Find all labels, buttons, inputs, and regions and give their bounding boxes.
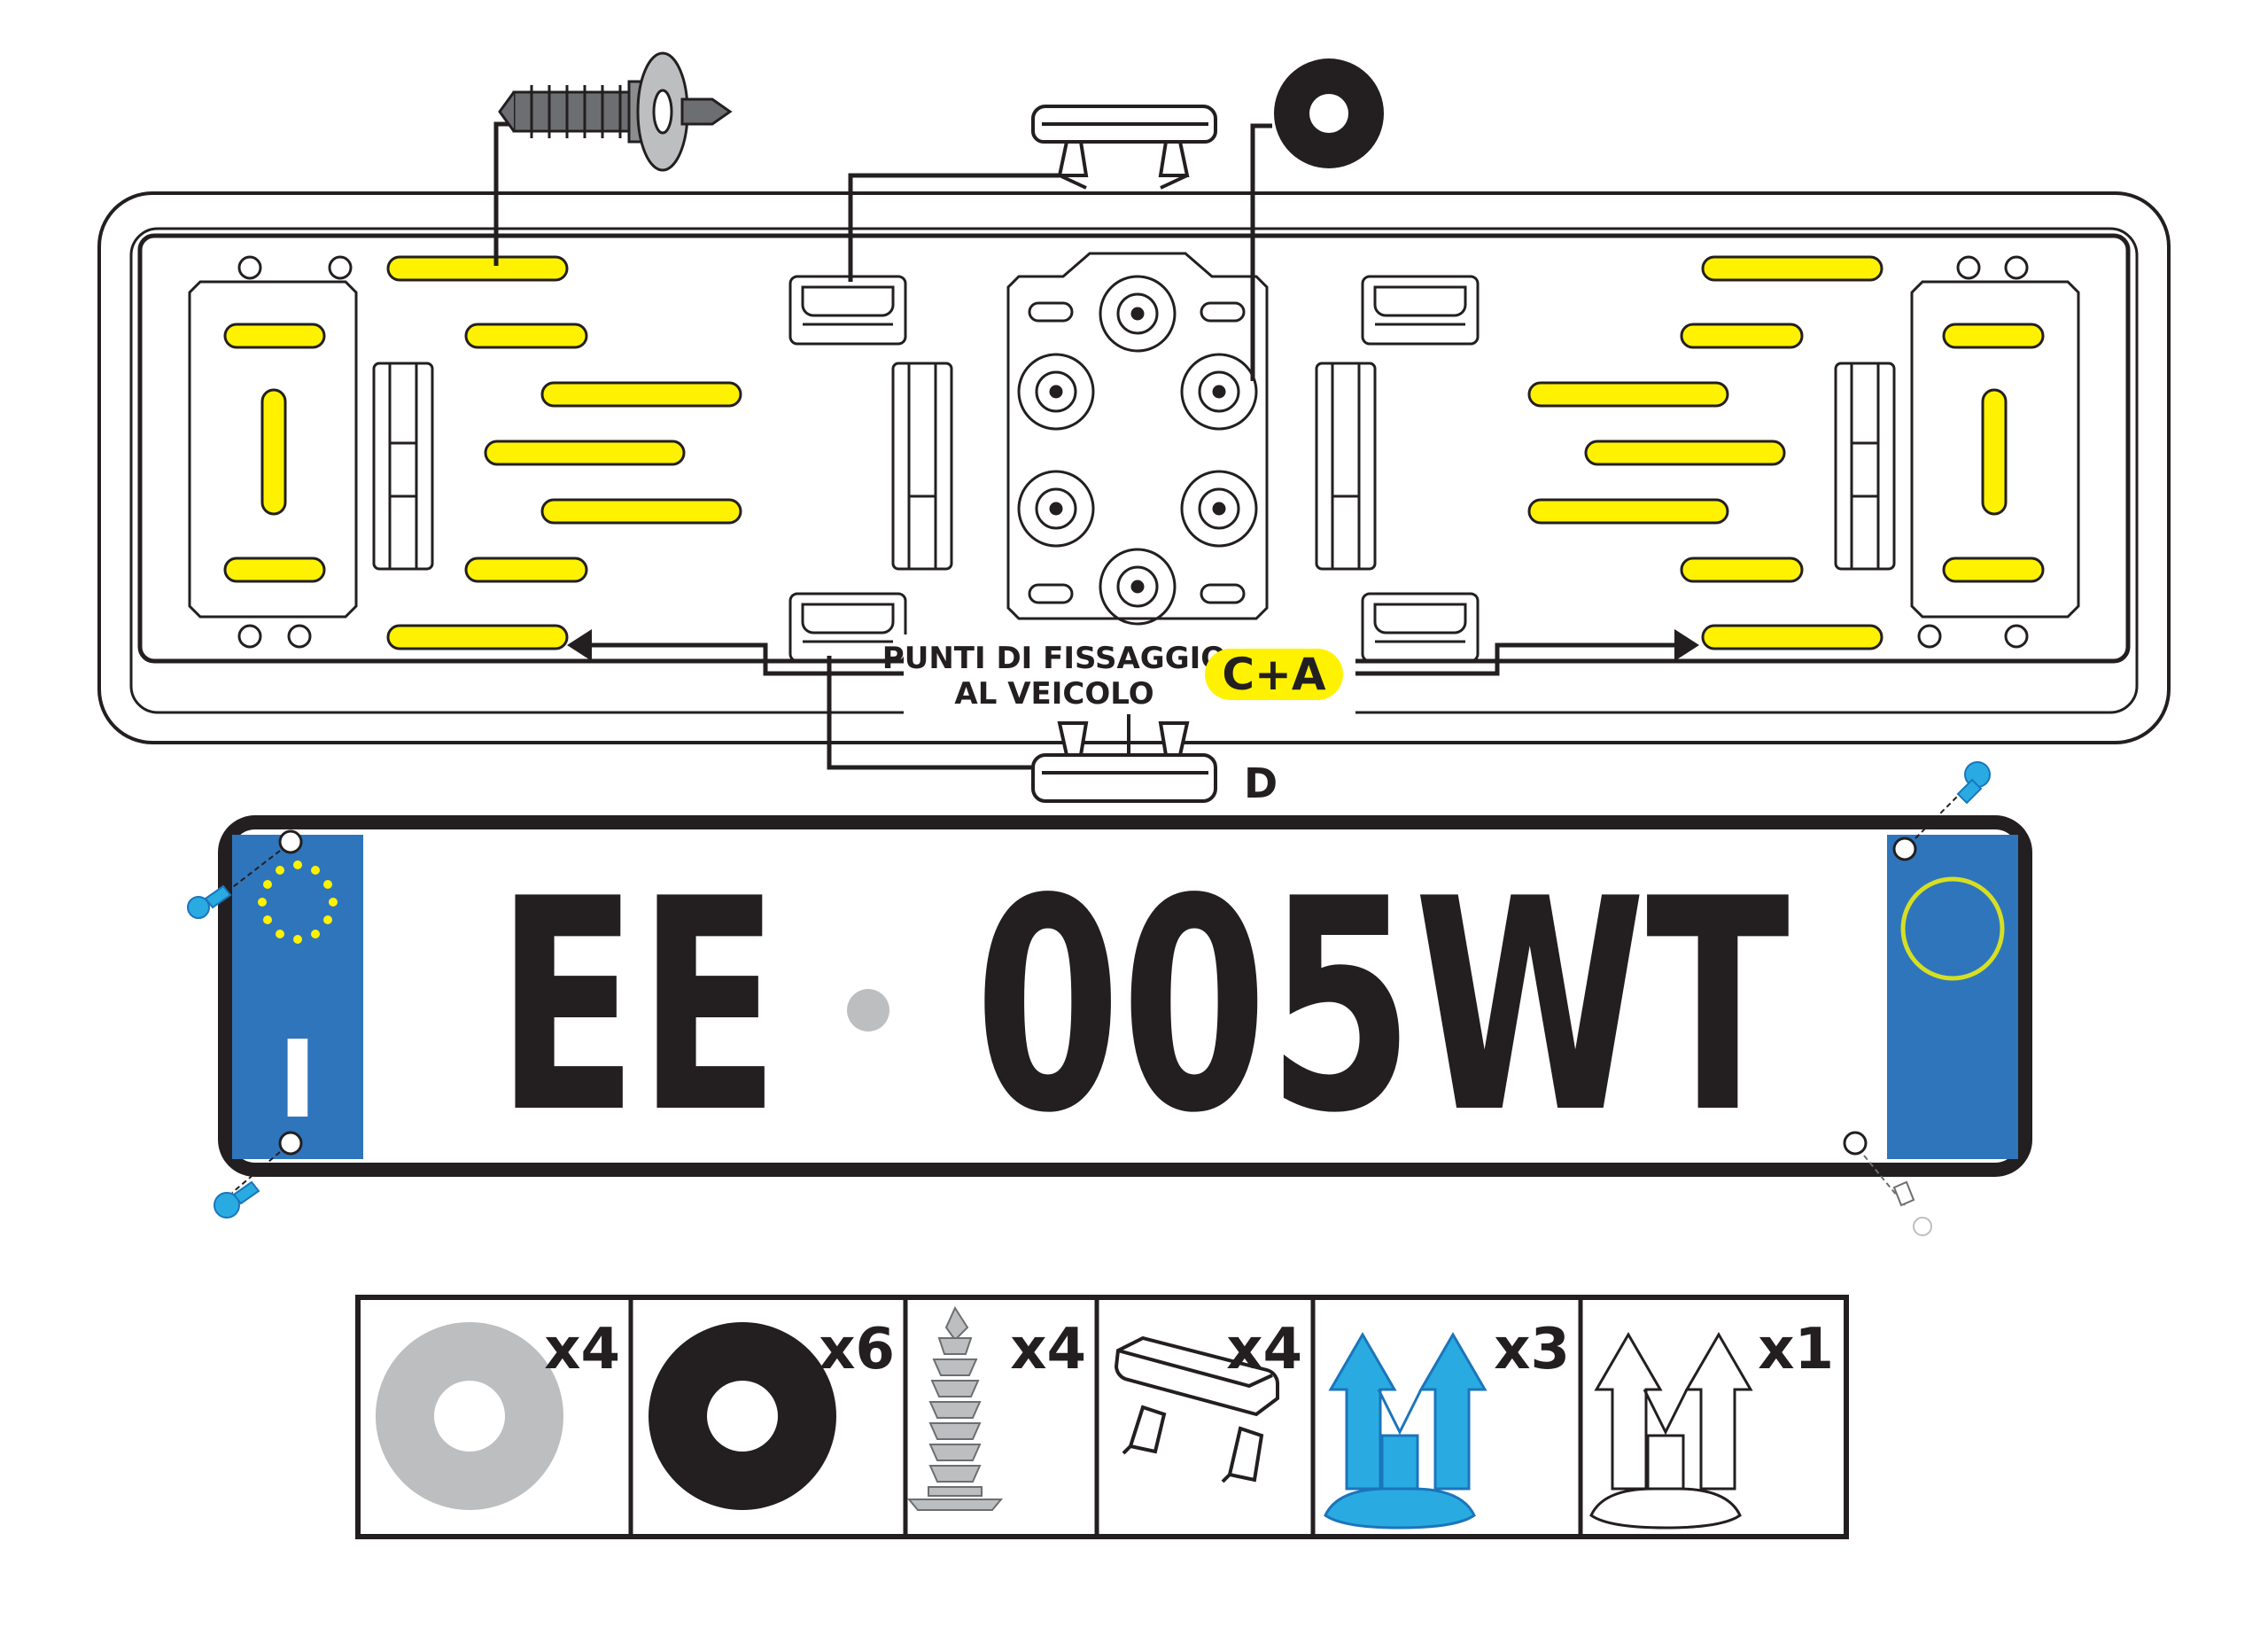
eu-stars [258,860,338,944]
top-clip [1031,105,1217,190]
plate-holes [278,829,1917,1156]
blue-rivet-icon [1324,1332,1487,1530]
plate-numbers: 005WT [975,837,1790,1177]
part-clip: x4 [1114,1317,1302,1483]
region-circle [1900,876,2005,981]
parts-table [355,1295,1849,1539]
arrows [567,629,1699,661]
part-screw: x4 [906,1305,1086,1511]
fixing-points-line1: PUNTI DI FISSAGGIO [882,641,1226,676]
white-rivet-icon [1589,1332,1753,1530]
qty-blue-rivet: x3 [1494,1317,1570,1382]
screw-icon [906,1305,1004,1511]
plate-separator-dot [847,989,889,1031]
qty-grey-washer: x4 [544,1317,620,1382]
part-white-rivet: x1 [1589,1317,1834,1530]
clip-icon [1114,1335,1279,1483]
qty-black-washer: x6 [819,1317,895,1382]
frame-left-panel [188,280,434,619]
screw-exploded [498,51,733,172]
fixing-points-line2: AL VEICOLO [954,676,1153,712]
frame-corner-holes [237,255,2029,649]
bottom-clip [1031,700,1217,803]
plate-letters: EE [496,837,780,1177]
part-grey-washer: x4 [376,1317,620,1510]
ca-badge-label: C+A [1222,649,1326,700]
qty-clip: x4 [1226,1317,1302,1382]
eu-band [232,835,363,1159]
adhesive-strips [223,255,2045,650]
label-d: D [1244,759,1278,807]
country-code: I [278,1019,318,1142]
region-band [1887,835,2018,1159]
central-mount-plate [1006,252,1269,620]
qty-white-rivet: x1 [1758,1317,1834,1382]
part-blue-rivet: x3 [1324,1317,1570,1530]
mount-holes [1017,275,1258,626]
qty-screw: x4 [1010,1317,1086,1382]
ca-badge [1205,649,1343,700]
clip-seats [788,275,1480,663]
frame-right-panel [1834,280,2080,619]
black-washer-exploded [1274,58,1384,168]
frame-inner-bars [891,362,1377,571]
license-plate: I EE 005WT [218,815,2032,1177]
plate-rivets [187,761,1991,1236]
part-black-washer: x6 [649,1317,895,1510]
